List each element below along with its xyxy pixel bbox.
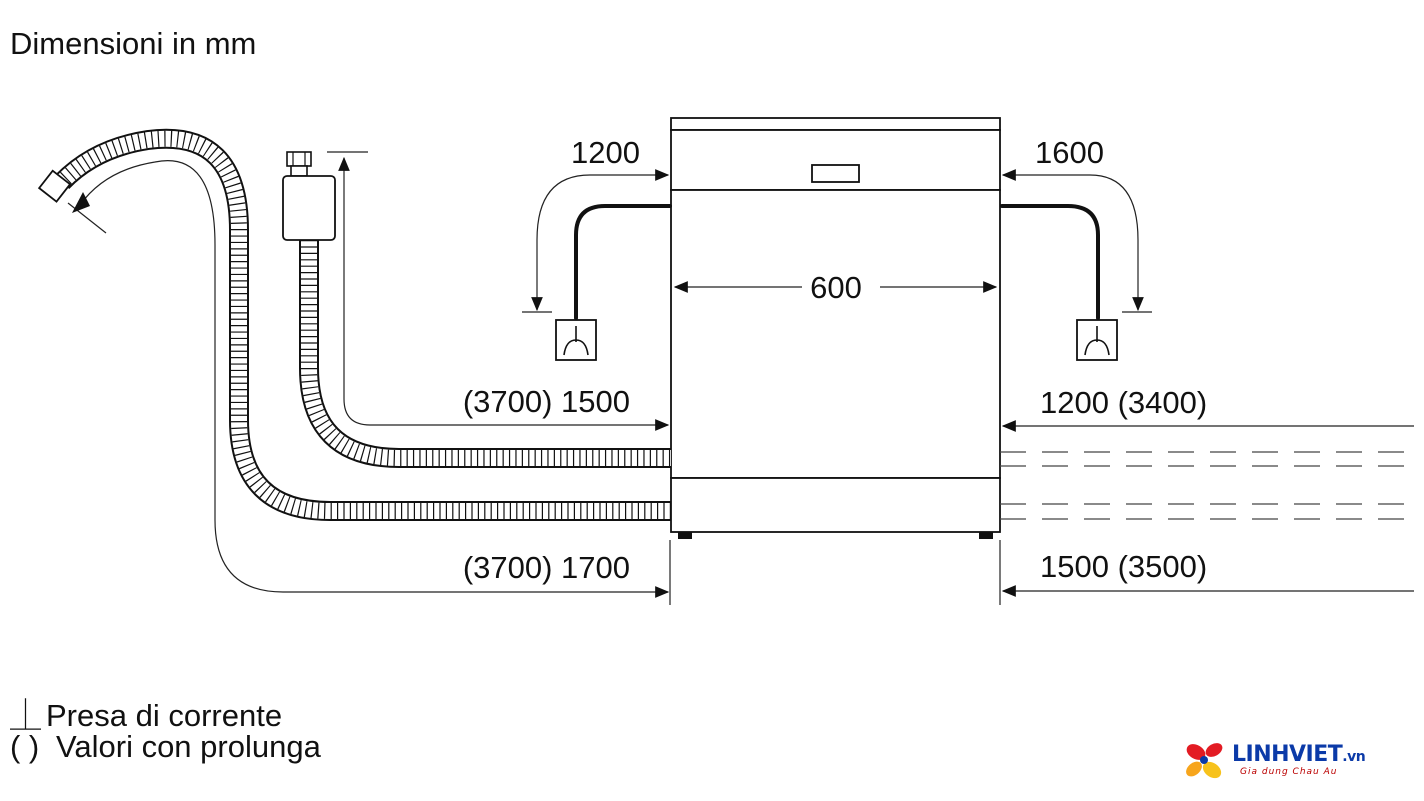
door-panel [670, 189, 1001, 479]
foot-right [979, 532, 993, 539]
power-left-label: 1200 [571, 135, 640, 170]
drain-left-label: (3700) 1700 [463, 550, 630, 585]
drain-right-label: 1500 (3500) [1040, 549, 1207, 584]
power-cable-right [1000, 204, 1100, 320]
inlet-left-arrow [338, 156, 650, 426]
legend-extension: ( ) Valori con prolunga [10, 729, 321, 765]
dishwasher-body [670, 117, 1001, 539]
drain-hose [37, 128, 671, 521]
legend-paren-symbol: ( ) [10, 729, 40, 764]
power-left-arrow [531, 174, 648, 312]
power-right-arrow [1022, 174, 1144, 312]
logo-brand: LINHVIET.vn [1232, 742, 1366, 767]
power-cable-left [574, 204, 672, 320]
drain-left-arrow-path [79, 160, 650, 593]
inlet-hose [299, 240, 671, 468]
logo-flower-icon [1186, 743, 1223, 779]
socket-icon-right [1076, 319, 1118, 361]
power-right-label: 1600 [1035, 135, 1104, 170]
foot-left [678, 532, 692, 539]
display-window [811, 164, 860, 183]
plinth [670, 477, 1001, 533]
inlet-valve [282, 151, 336, 241]
width-label: 600 [810, 270, 862, 305]
watermark-logo: LINHVIET.vn Gia dung Chau Au [1182, 738, 1382, 788]
legend-power-socket: ⏊Presa di corrente [10, 690, 282, 735]
inlet-right-label: 1200 (3400) [1040, 385, 1207, 420]
worktop [670, 117, 1001, 131]
legend-paren-label: Valori con prolunga [56, 729, 321, 764]
power-socket-legend-icon: ⏊ [10, 698, 41, 733]
logo-tagline: Gia dung Chau Au [1240, 767, 1338, 777]
inlet-left-label: (3700) 1500 [463, 384, 630, 419]
drain-end-tick [67, 202, 107, 234]
diagram-title: Dimensioni in mm [10, 26, 257, 61]
legend-socket-label: Presa di corrente [46, 698, 283, 733]
drain-left-tail-arrowhead [72, 192, 90, 213]
socket-icon-left [555, 319, 597, 361]
